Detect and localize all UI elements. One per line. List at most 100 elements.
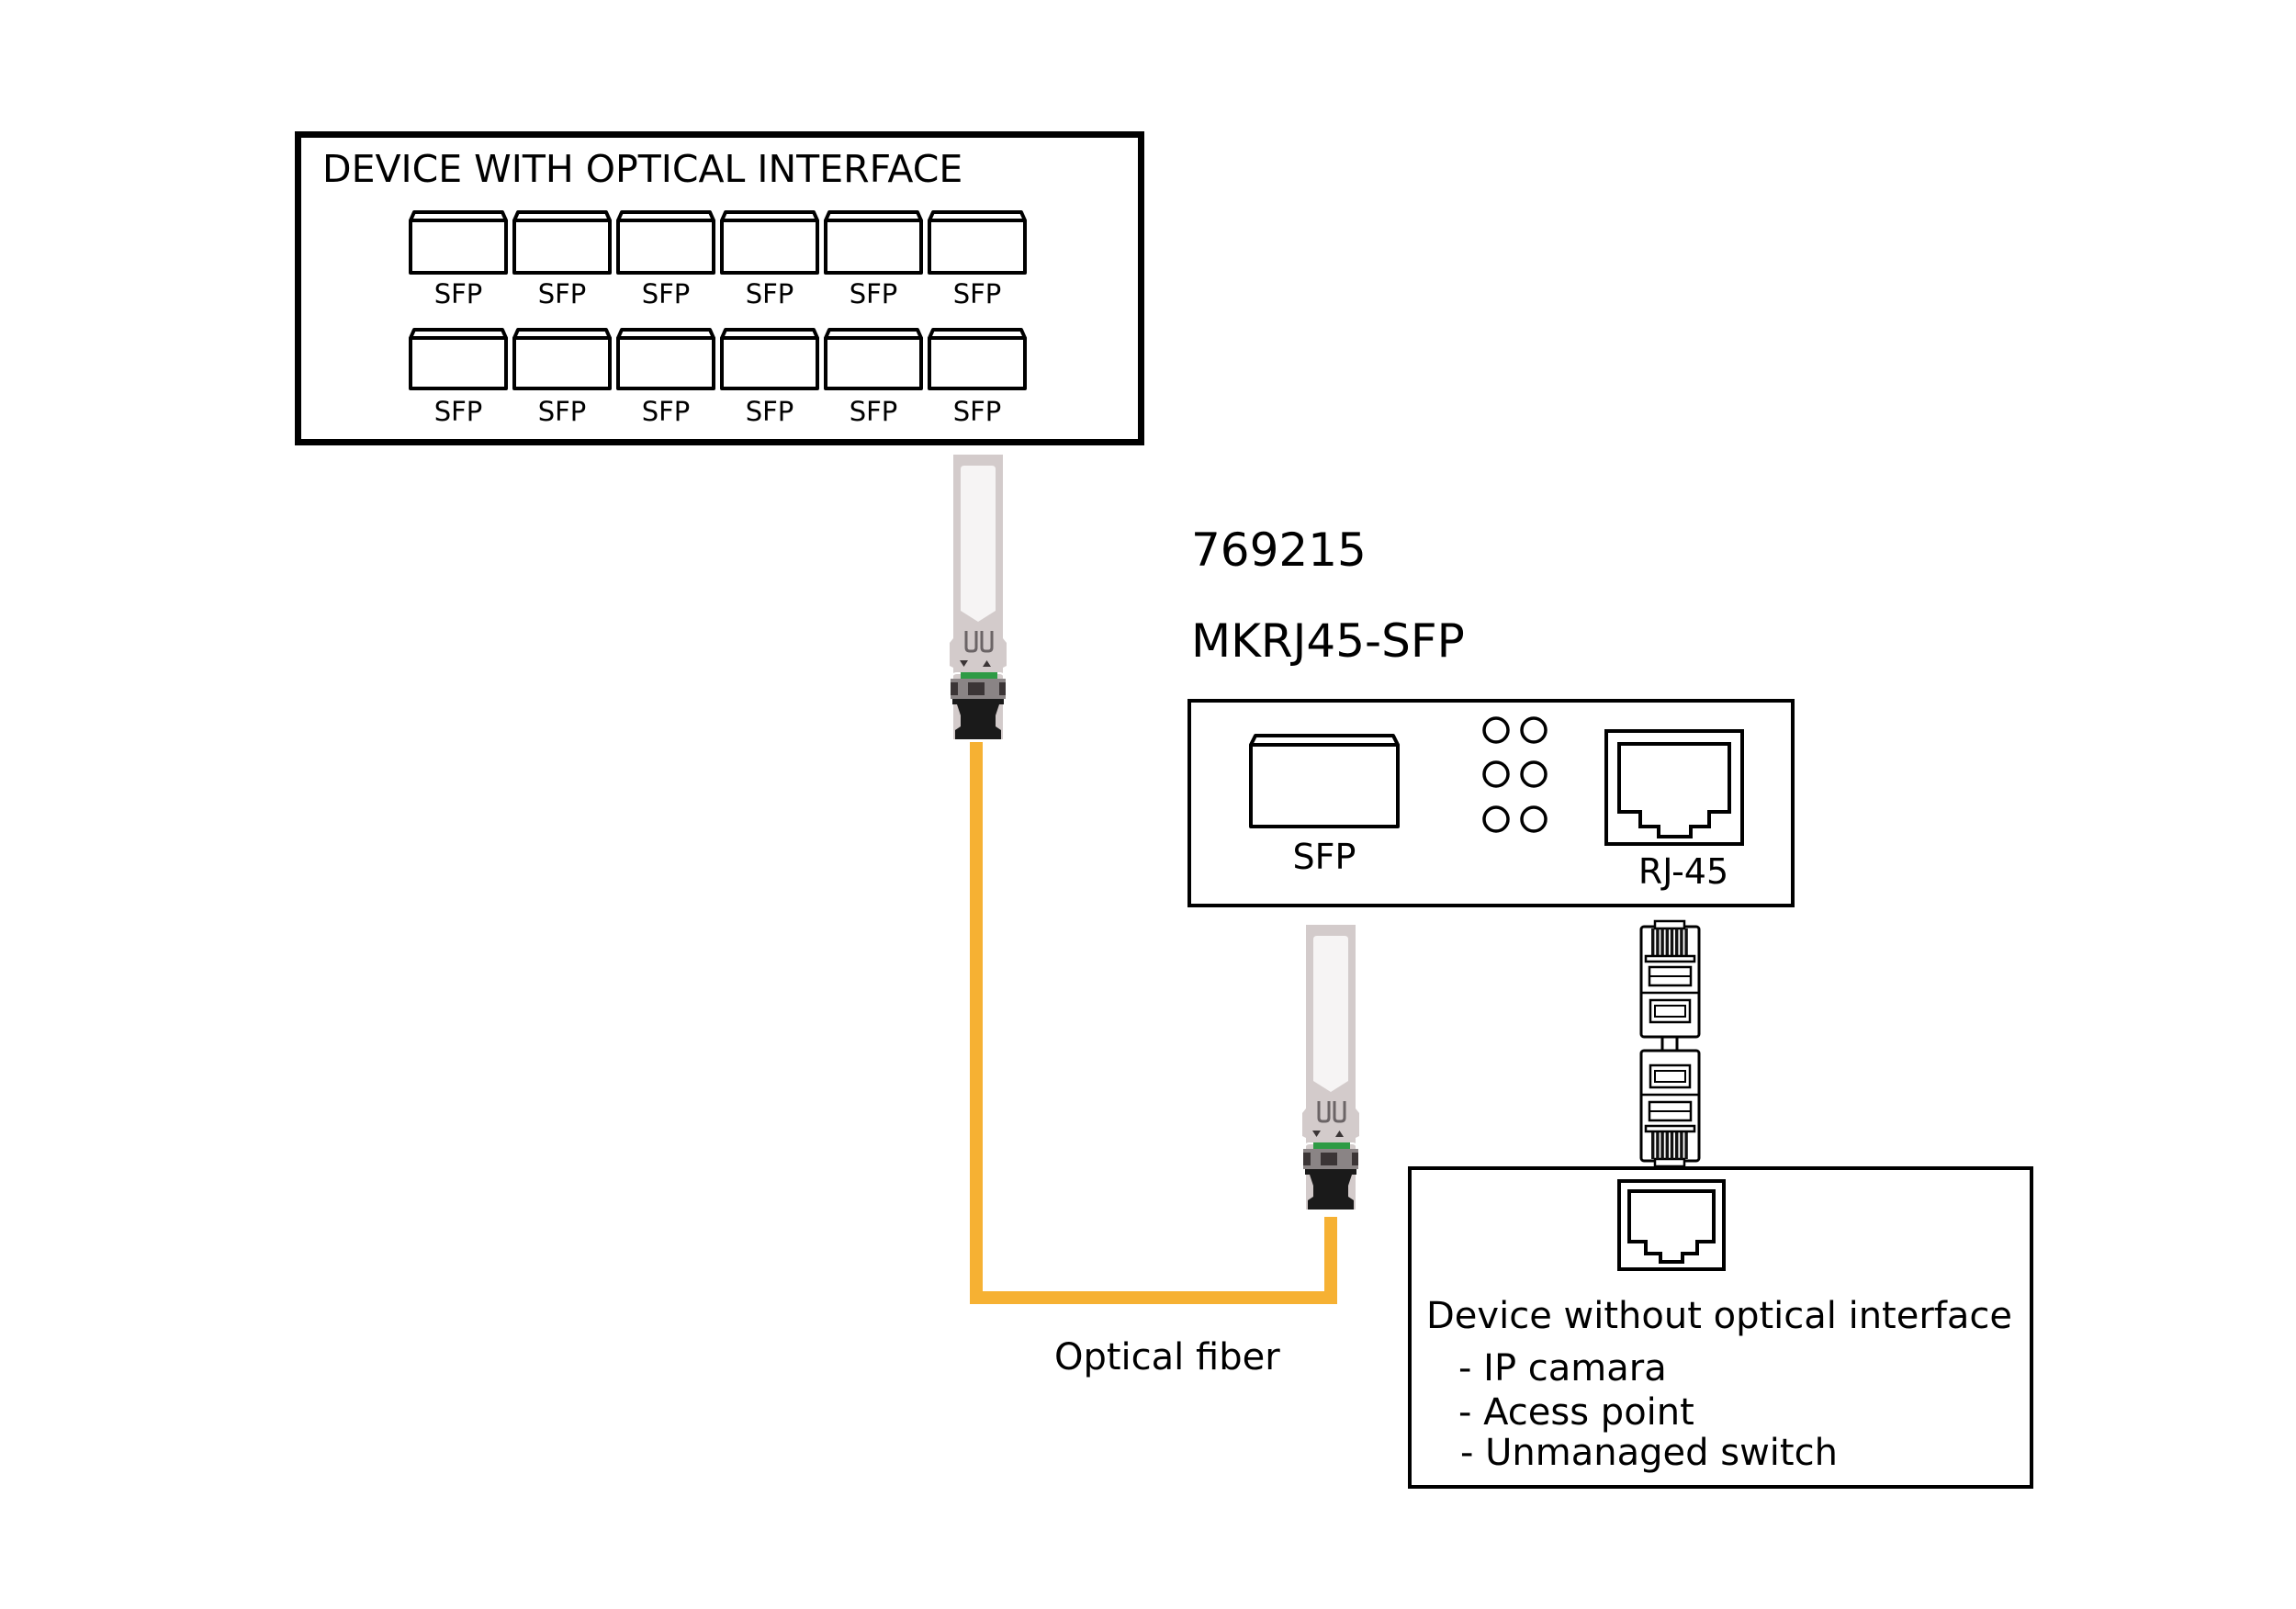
sfp-port-label: SFP <box>746 396 794 427</box>
media-converter: SFP RJ-45 <box>1187 699 1795 907</box>
target-device-title: Device without optical interface <box>1426 1295 2012 1337</box>
plug-contact-bar <box>1644 1124 1696 1133</box>
sfp-port-label: SFP <box>850 396 898 427</box>
sfp-port: SFP <box>928 328 1027 427</box>
converter-rj45-label: RJ-45 <box>1638 851 1728 892</box>
plug-contact <box>1680 1131 1683 1159</box>
lc-port-icon <box>1333 1101 1346 1123</box>
lc-connector-clip <box>968 682 985 695</box>
plug-contact <box>1684 928 1688 956</box>
lc-connector-clip <box>951 682 958 695</box>
transceiver-label-window <box>961 466 996 622</box>
sfp-port: SFP <box>824 210 923 309</box>
plug-contact <box>1675 928 1679 956</box>
status-led-icon <box>1482 805 1510 833</box>
plug-contact <box>1684 1131 1688 1159</box>
rx-arrow-icon <box>983 660 991 667</box>
plug-tab <box>1653 919 1686 930</box>
tx-arrow-icon <box>1312 1131 1321 1137</box>
converter-rj45-port <box>1604 729 1744 846</box>
sfp-port-label: SFP <box>642 396 691 427</box>
sfp-port-label: SFP <box>746 278 794 309</box>
plug-contact <box>1656 1131 1660 1159</box>
transceiver-latch <box>961 672 997 680</box>
plug-contact <box>1670 928 1674 956</box>
sfp-port: SFP <box>616 210 715 309</box>
sfp-port-grid: SFP SFP SFP SFP SFP SFP SFP SFP SFP SFP SFP SFP <box>409 210 1027 427</box>
lc-connector-clip <box>1321 1153 1337 1165</box>
sfp-port: SFP <box>512 210 612 309</box>
sfp-port: SFP <box>409 328 508 427</box>
plug-contact <box>1651 1131 1655 1159</box>
sfp-port-slot <box>512 210 612 275</box>
target-device: Device without optical interface - IP ca… <box>1408 1166 2033 1489</box>
transceiver-latch <box>1313 1142 1350 1150</box>
plug-contact <box>1675 1131 1679 1159</box>
sfp-port-slot <box>720 210 819 275</box>
status-led-group <box>1482 716 1548 833</box>
sfp-port-label: SFP <box>953 396 1002 427</box>
sfp-port-slot <box>512 328 612 390</box>
sfp-port-slot <box>409 210 508 275</box>
plug-contact <box>1665 1131 1669 1159</box>
sfp-port-slot <box>824 328 923 390</box>
converter-article-number: 769215 <box>1191 523 1367 577</box>
rx-arrow-icon <box>1335 1131 1344 1137</box>
status-led-icon <box>1520 805 1548 833</box>
sfp-port: SFP <box>720 210 819 309</box>
plug-contact <box>1670 1131 1674 1159</box>
sfp-port-label: SFP <box>538 278 587 309</box>
plug-contact <box>1651 928 1655 956</box>
rj45-jack-icon <box>1617 742 1731 838</box>
sfp-port: SFP <box>824 328 923 427</box>
lc-connector-boot <box>952 699 1004 739</box>
sfp-port: SFP <box>720 328 819 427</box>
plug-contact <box>1660 928 1664 956</box>
status-led-icon <box>1482 760 1510 788</box>
status-led-icon <box>1520 716 1548 744</box>
sfp-port-slot <box>616 210 715 275</box>
rj45-jack-icon <box>1627 1189 1716 1264</box>
target-rj45-port <box>1617 1179 1726 1271</box>
plug-contact <box>1665 928 1669 956</box>
sfp-port-label: SFP <box>850 278 898 309</box>
sfp-port-label: SFP <box>434 278 483 309</box>
plug-contact <box>1656 928 1660 956</box>
optical-device-box <box>295 131 1144 445</box>
converter-sfp-port <box>1249 734 1400 828</box>
optical-device-title: DEVICE WITH OPTICAL INTERFACE <box>322 147 962 191</box>
lc-port-icon <box>964 631 978 653</box>
sfp-port-label: SFP <box>538 396 587 427</box>
plug-tab <box>1653 1157 1686 1168</box>
sfp-port-label: SFP <box>434 396 483 427</box>
lc-connector-clip <box>999 682 1006 695</box>
status-led-icon <box>1482 716 1510 744</box>
sfp-port-slot <box>928 210 1027 275</box>
lc-connector-clip <box>1303 1153 1311 1165</box>
transceiver-label-window <box>1313 936 1348 1092</box>
transceiver-bail <box>1303 1142 1358 1165</box>
sfp-port: SFP <box>616 328 715 427</box>
status-led-icon <box>1520 760 1548 788</box>
plug-contact <box>1660 1131 1664 1159</box>
optical-fiber-label: Optical fiber <box>1054 1336 1280 1378</box>
sfp-port-label: SFP <box>953 278 1002 309</box>
rj45-plug <box>1639 1049 1701 1168</box>
sfp-port-slot <box>720 328 819 390</box>
lc-port-icon <box>980 631 994 653</box>
sfp-port: SFP <box>409 210 508 309</box>
target-device-example: - Unmanaged switch <box>1460 1432 1838 1474</box>
sfp-transceiver-module <box>950 455 1007 739</box>
rj45-plug <box>1639 919 1701 1039</box>
sfp-port: SFP <box>512 328 612 427</box>
target-device-example: - Acess point <box>1458 1391 1694 1434</box>
sfp-port-slot <box>928 328 1027 390</box>
tx-arrow-icon <box>960 660 968 667</box>
lc-connector-boot <box>1305 1169 1356 1210</box>
sfp-port: SFP <box>928 210 1027 309</box>
transceiver-bail <box>951 672 1006 695</box>
plug-contact-bar <box>1644 954 1696 963</box>
sfp-transceiver-module <box>1302 925 1359 1210</box>
rj45-patch-cable <box>1639 919 1701 1168</box>
